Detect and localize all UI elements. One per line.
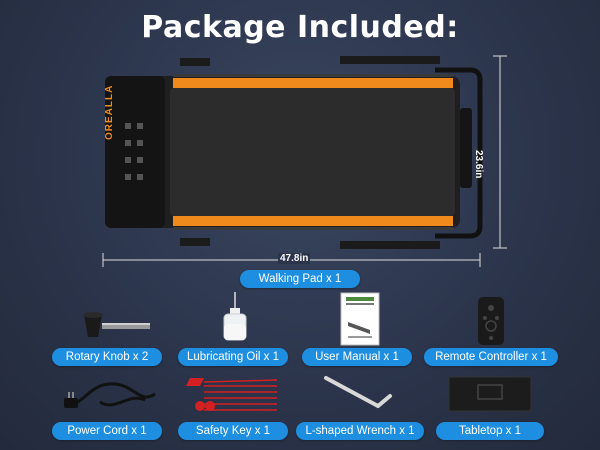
walking-pad-label: Walking Pad x 1 xyxy=(240,270,360,288)
item-label-tabletop: Tabletop x 1 xyxy=(436,422,544,440)
page-title: Package Included: xyxy=(141,10,459,45)
tabletop-icon xyxy=(448,376,532,412)
power-cord-icon xyxy=(64,382,156,408)
item-label-safety-key: Safety Key x 1 xyxy=(178,422,288,440)
item-label-user-manual: User Manual x 1 xyxy=(302,348,412,366)
manual-icon xyxy=(340,292,380,346)
width-dimension-label: 47.8in xyxy=(278,253,311,264)
remote-icon xyxy=(478,297,504,345)
safety-key-icon xyxy=(186,378,278,411)
wrench-icon xyxy=(324,376,392,408)
item-label-remote-controller: Remote Controller x 1 xyxy=(424,348,558,366)
item-label-power-cord: Power Cord x 1 xyxy=(52,422,162,440)
rotary-knob-icon xyxy=(83,312,150,337)
height-dimension-label: 23.6in xyxy=(473,150,484,179)
walking-pad-image xyxy=(102,55,507,267)
item-label-rotary-knob: Rotary Knob x 2 xyxy=(52,348,162,366)
brand-label: OREALLA xyxy=(104,84,115,140)
oil-bottle-icon xyxy=(223,292,247,341)
item-label-l-shaped-wrench: L-shaped Wrench x 1 xyxy=(296,422,424,440)
item-label-lubricating-oil: Lubricating Oil x 1 xyxy=(178,348,288,366)
